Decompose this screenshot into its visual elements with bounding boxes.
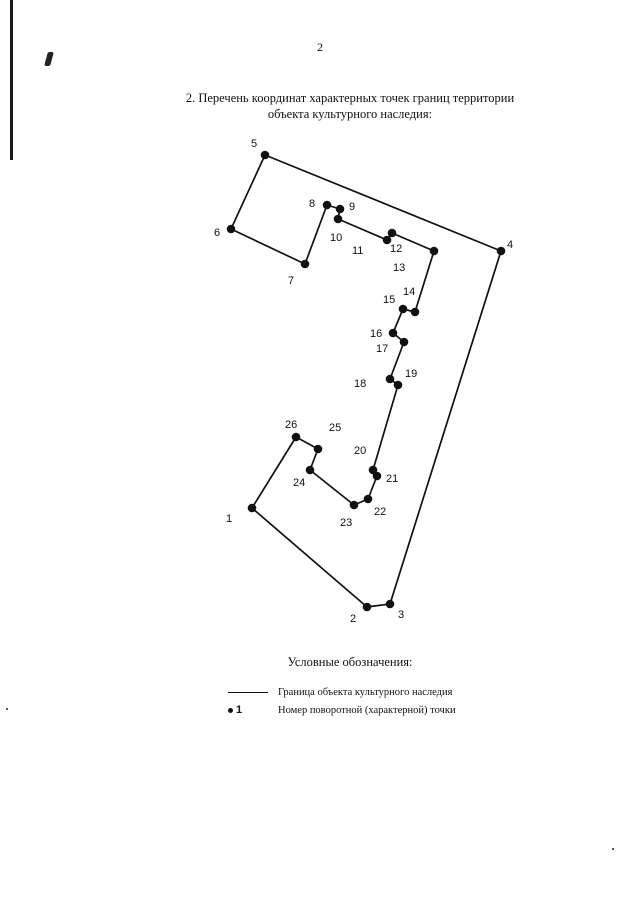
legend-title: Условные обозначения:	[287, 655, 413, 669]
boundary-line-swatch	[228, 692, 268, 693]
boundary-segment	[264, 154, 502, 252]
point-label-24: 24	[293, 477, 305, 489]
boundary-point-10	[333, 214, 343, 224]
boundary-point-15	[398, 304, 408, 314]
point-label-3: 3	[398, 609, 404, 621]
point-label-1: 1	[226, 513, 232, 525]
scan-dust	[6, 708, 8, 710]
legend-point-label: Номер поворотной (характерной) точки	[278, 704, 456, 716]
boundary-segment	[372, 384, 399, 471]
point-label-2: 2	[350, 613, 356, 625]
boundary-segment	[230, 154, 266, 230]
boundary-point-13	[429, 246, 439, 256]
point-label-13: 13	[393, 262, 405, 274]
point-label-11: 11	[352, 245, 363, 257]
boundary-segment	[389, 341, 405, 380]
legend-boundary: Граница объекта культурного наследия	[228, 687, 452, 698]
boundary-point-21	[372, 471, 382, 481]
boundary-segment	[391, 232, 435, 252]
boundary-segment	[392, 308, 404, 334]
boundary-point-24	[305, 465, 315, 475]
boundary-points	[226, 150, 506, 612]
boundary-point-19	[393, 380, 403, 390]
boundary-point-12	[387, 228, 397, 238]
boundary-point-22	[363, 494, 373, 504]
boundary-point-8	[322, 200, 332, 210]
boundary-point-5	[260, 150, 270, 160]
boundary-segment	[309, 469, 355, 506]
point-label-10: 10	[330, 232, 342, 244]
boundary-segment	[251, 436, 297, 509]
legend-boundary-label: Граница объекта культурного наследия	[278, 687, 453, 698]
scan-dust	[612, 848, 614, 850]
point-label-6: 6	[214, 227, 220, 239]
boundary-segment	[389, 250, 502, 605]
point-label-22: 22	[374, 506, 386, 518]
boundary-segment	[337, 218, 388, 241]
point-label-7: 7	[288, 275, 294, 287]
scan-edge-artifact	[10, 0, 13, 160]
boundary-point-18	[385, 374, 395, 384]
page-number: 2	[317, 40, 323, 54]
boundary-point-23	[349, 500, 359, 510]
point-label-19: 19	[405, 368, 417, 380]
heading-line-2: объекта культурного наследия:	[267, 107, 433, 121]
boundary-point-17	[399, 337, 409, 347]
boundary-point-9	[335, 204, 345, 214]
point-label-18: 18	[354, 378, 366, 390]
boundary-segment	[304, 204, 328, 265]
point-label-25: 25	[329, 422, 341, 434]
point-label-8: 8	[309, 198, 315, 210]
boundary-point-7	[300, 259, 310, 269]
point-dot-icon	[228, 707, 233, 713]
point-swatch: 1	[228, 704, 268, 716]
boundary-segment	[414, 250, 435, 313]
point-label-9: 9	[349, 201, 355, 213]
point-label-14: 14	[403, 286, 415, 298]
point-label-4: 4	[507, 239, 513, 251]
point-label-23: 23	[340, 517, 352, 529]
legend-point: 1 Номер поворотной (характерной) точки	[228, 704, 456, 716]
section-heading: 2. Перечень координат характерных точек …	[120, 90, 580, 122]
boundary-point-11	[382, 235, 392, 245]
point-sample-number: 1	[236, 704, 243, 716]
point-label-26: 26	[285, 419, 297, 431]
boundary-point-16	[388, 328, 398, 338]
boundary-point-6	[226, 224, 236, 234]
boundary-point-2	[362, 602, 372, 612]
point-label-12: 12	[390, 243, 402, 255]
point-label-15: 15	[383, 294, 395, 306]
boundary-point-4	[496, 246, 506, 256]
boundary-point-1	[247, 503, 257, 513]
heading-line-1: 2. Перечень координат характерных точек …	[185, 91, 515, 105]
boundary-point-25	[313, 444, 323, 454]
boundary-point-14	[410, 307, 420, 317]
boundary-segment	[251, 507, 368, 608]
point-label-20: 20	[354, 445, 366, 457]
point-label-5: 5	[251, 138, 257, 150]
point-label-16: 16	[370, 328, 382, 340]
point-label-17: 17	[376, 343, 388, 355]
boundary-point-3	[385, 599, 395, 609]
boundary-segment	[230, 228, 306, 265]
boundary-point-26	[291, 432, 301, 442]
point-label-21: 21	[386, 473, 398, 485]
